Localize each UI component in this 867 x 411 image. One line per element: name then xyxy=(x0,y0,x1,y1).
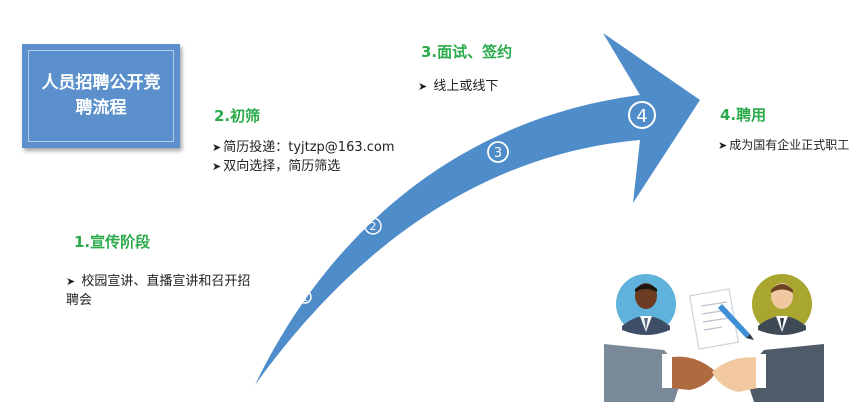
title-box-border xyxy=(28,50,174,142)
step-marker-1: 1 xyxy=(298,290,312,304)
step-marker-2: 2 xyxy=(364,217,382,235)
stage-4-title: 4.聘用 xyxy=(720,106,767,124)
curved-arrow-shape xyxy=(255,33,700,385)
stage-1-details: ➤ 校园宣讲、直播宣讲和召开招 聘会 xyxy=(66,272,250,310)
svg-text:3: 3 xyxy=(494,146,502,161)
stage-3-line-1: ➤ 线上或线下 xyxy=(418,79,499,94)
stage-3-details: ➤ 线上或线下 xyxy=(418,77,498,96)
bullet-icon: ➤ xyxy=(66,275,76,288)
process-title-box: 人员招聘公开竞聘流程 xyxy=(22,44,180,148)
step-marker-3: 3 xyxy=(487,141,509,163)
stage-1-line-1: ➤ 校园宣讲、直播宣讲和召开招 xyxy=(66,274,251,289)
stage-2-title: 2.初筛 xyxy=(214,107,261,125)
stage-4-details: ➤成为国有企业正式职工 xyxy=(718,136,849,155)
stage-1-line-2: 聘会 xyxy=(66,293,93,308)
stage-3: 3.面试、签约 xyxy=(421,41,512,62)
stage-3-title: 3.面试、签约 xyxy=(421,43,513,61)
svg-text:2: 2 xyxy=(370,220,377,233)
stage-1-title: 1.宣传阶段 xyxy=(74,233,151,251)
stage-2-line-2: ➤双向选择，简历筛选 xyxy=(212,159,341,174)
stage-1: 1.宣传阶段 xyxy=(74,231,150,252)
stage-2: 2.初筛 xyxy=(214,105,260,126)
svg-text:4: 4 xyxy=(636,106,647,127)
bullet-icon: ➤ xyxy=(212,160,222,173)
step-marker-4: 4 xyxy=(628,101,656,129)
svg-text:1: 1 xyxy=(302,294,308,304)
stage-4: 4.聘用 xyxy=(720,104,766,125)
bullet-icon: ➤ xyxy=(212,141,222,154)
stage-2-line-1: ➤简历投递：tyjtzp@163.com xyxy=(212,140,395,155)
stage-2-details: ➤简历投递：tyjtzp@163.com ➤双向选择，简历筛选 xyxy=(212,138,395,176)
businessman-avatar-icon xyxy=(752,274,812,335)
handshake-icon xyxy=(604,344,824,402)
businessman-avatar-icon xyxy=(616,274,676,335)
bullet-icon: ➤ xyxy=(718,139,728,152)
stage-4-line-1: ➤成为国有企业正式职工 xyxy=(718,138,850,152)
process-title: 人员招聘公开竞聘流程 xyxy=(41,73,161,118)
bullet-icon: ➤ xyxy=(418,80,428,93)
contract-document-icon xyxy=(688,288,754,350)
recruitment-illustration xyxy=(604,274,824,402)
